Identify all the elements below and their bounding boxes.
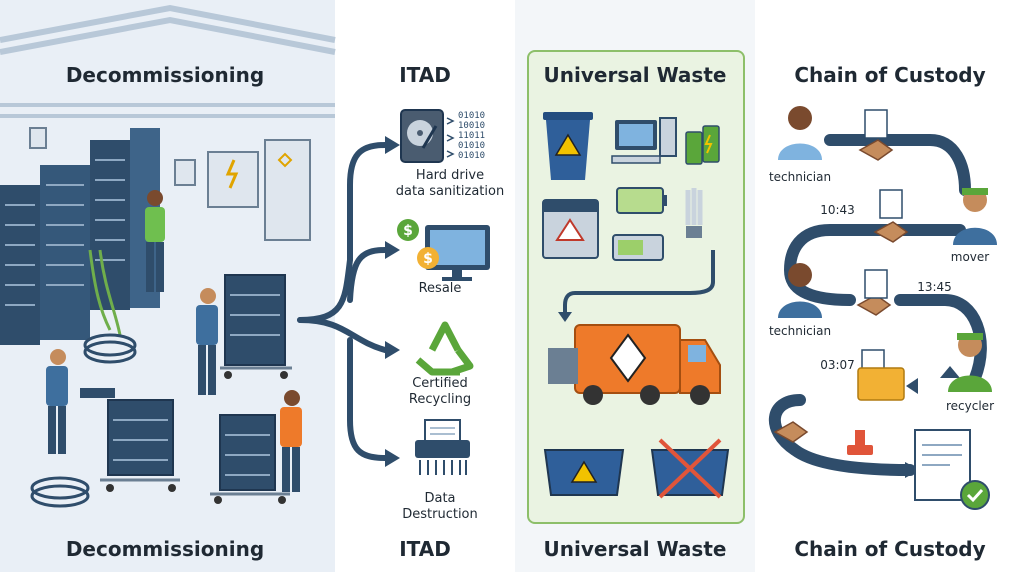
biohazard-dumpster-icon [543, 449, 625, 496]
role-label: technician [768, 324, 832, 338]
universal-waste-title-top: Universal Waste [543, 63, 727, 87]
person-icon [778, 106, 997, 392]
chain-of-custody-title-bottom: Chain of Custody [794, 537, 986, 561]
rejected-dumpster-icon [650, 438, 730, 499]
certificate-icon [914, 429, 990, 510]
arrowhead-icon [906, 378, 918, 394]
label-line: Recycling [408, 392, 472, 407]
computer-icon [611, 117, 677, 164]
itad-title-top: ITAD [399, 63, 451, 87]
flow-down-arrow [563, 250, 715, 312]
label-line: Certified [412, 376, 468, 391]
itad-title-bottom: ITAD [399, 537, 451, 561]
role-label: technician [768, 170, 832, 184]
binary-line: 10010 [458, 121, 486, 131]
battery-icon [612, 187, 667, 261]
worker-icon [46, 190, 302, 492]
label-line: data sanitization [395, 184, 505, 199]
folder-icon [857, 367, 905, 401]
recycle-icon [415, 321, 474, 376]
time-label: 10:43 [820, 203, 855, 217]
svg-text:$: $ [403, 223, 413, 239]
arrowhead-icon [940, 366, 960, 378]
shredder-icon [415, 419, 470, 475]
server-racks-icon [0, 128, 160, 345]
hard-drive-icon [400, 109, 444, 163]
cables-icon [30, 249, 137, 508]
light-bulb-icon [685, 188, 703, 238]
biohazard-bin-icon [543, 112, 593, 180]
decommissioning-title-top: Decommissioning [65, 63, 265, 87]
waste-truck-icon [548, 324, 721, 405]
flow-arrows [297, 142, 388, 461]
time-label: 03:07 [820, 358, 855, 372]
itad-item-label: Resale [385, 281, 495, 297]
itad-item-label: Certified Recycling [385, 376, 495, 408]
itad-panel [335, 0, 515, 572]
decommissioning-title-bottom: Decommissioning [65, 537, 265, 561]
binary-line: 01010 [458, 151, 486, 161]
time-label: 13:45 [917, 280, 952, 294]
arrowhead-icon [558, 312, 572, 322]
label-line: Destruction [402, 507, 478, 522]
monitor-dollar-icon: $ $ [397, 219, 490, 281]
universal-waste-title-bottom: Universal Waste [543, 537, 727, 561]
role-label: recycler [946, 399, 994, 413]
arrow-small-icon [446, 117, 455, 158]
stamp-icon [847, 430, 873, 455]
hazard-box-icon [542, 199, 599, 259]
server-cart-icon [80, 274, 292, 504]
handshake-icon [773, 139, 909, 443]
electrical-panels-icon [29, 127, 311, 241]
label-line: Resale [418, 281, 462, 296]
label-line: Hard drive [415, 168, 485, 183]
arrowhead-icon [905, 462, 920, 478]
label-line: Data [424, 491, 456, 506]
svg-text:$: $ [423, 251, 433, 267]
binary-line: 01010 [458, 141, 486, 151]
chain-of-custody-title-top: Chain of Custody [794, 63, 986, 87]
binary-line: 11011 [458, 131, 486, 141]
itad-item-label: Hard drive data sanitization [385, 168, 515, 200]
binary-line: 01010 [458, 111, 486, 121]
binary-code: 01010 10010 11011 01010 01010 [458, 111, 485, 161]
itad-item-label: Data Destruction [385, 491, 495, 523]
building-outline-icon [0, 4, 336, 118]
arrowhead-icon [385, 136, 400, 467]
batteries-icon [685, 125, 720, 165]
role-label: mover [950, 250, 990, 264]
